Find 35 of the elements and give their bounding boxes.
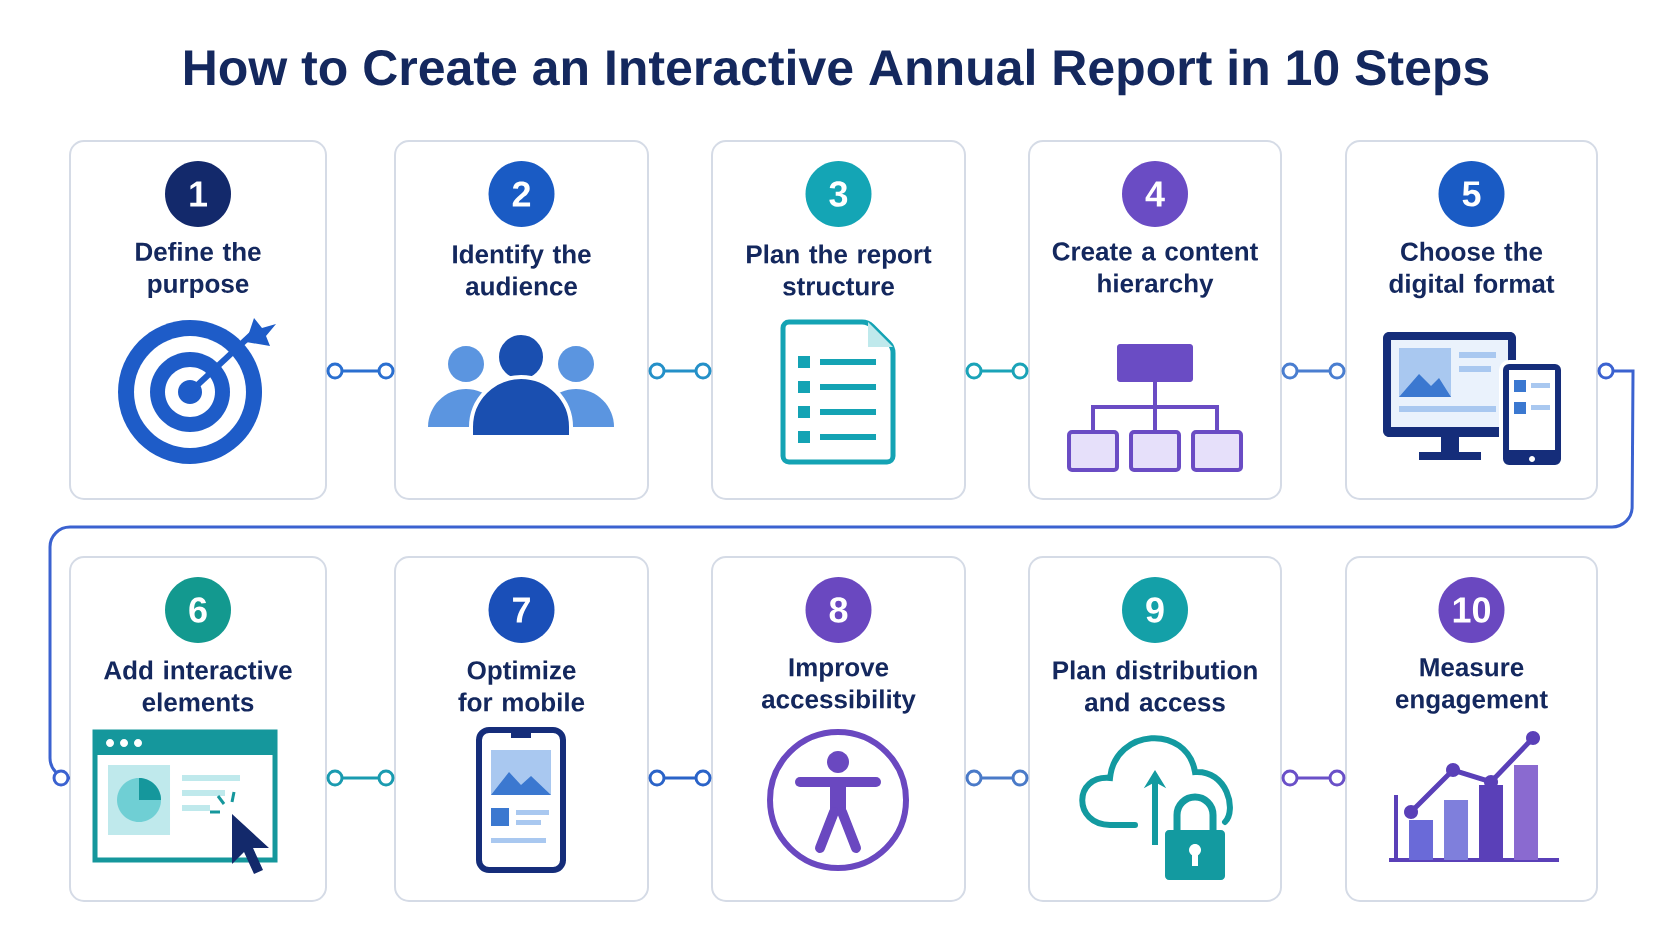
step-title: Measure engagement: [1395, 658, 1548, 714]
step-title: Add interactive elements: [104, 660, 292, 712]
connector: [326, 362, 395, 380]
step-title: Improve accessibility: [761, 658, 916, 714]
number-badge: 2: [488, 161, 555, 227]
connector: [965, 362, 1029, 380]
step-title: Define the purpose: [136, 241, 261, 299]
number-badge: 3: [805, 161, 872, 227]
number-badge: 9: [1122, 577, 1188, 643]
number-badge: 6: [165, 577, 231, 643]
step-card: [711, 556, 966, 902]
step-card: [394, 556, 649, 902]
connector: [48, 362, 1635, 787]
step-card: [1028, 556, 1282, 902]
connector: [648, 769, 712, 787]
step-title: Identify the audience: [453, 244, 591, 296]
connector: [326, 769, 395, 787]
number-badge: 7: [488, 577, 555, 643]
step-title: Plan the report structure: [747, 244, 932, 296]
step-title: Choose the digital format: [1389, 241, 1555, 299]
connector: [648, 362, 712, 380]
step-title: Optimize for mobile: [458, 660, 585, 712]
connector: [1281, 769, 1346, 787]
number-badge: 4: [1122, 161, 1188, 227]
connector: [1281, 362, 1346, 380]
title: How to Create an Interactive Annual Report in 10 Steps: [185, 48, 1489, 96]
number-badge: 5: [1438, 161, 1505, 227]
step-title: Create a content hierarchy: [1052, 242, 1258, 298]
step-title: Plan distribution and access: [1053, 660, 1257, 712]
number-badge: 8: [805, 577, 872, 643]
step-card: [1345, 556, 1598, 902]
connector: [965, 769, 1029, 787]
number-badge: 10: [1438, 577, 1505, 643]
number-badge: 1: [165, 161, 231, 227]
step-card: [711, 140, 966, 500]
